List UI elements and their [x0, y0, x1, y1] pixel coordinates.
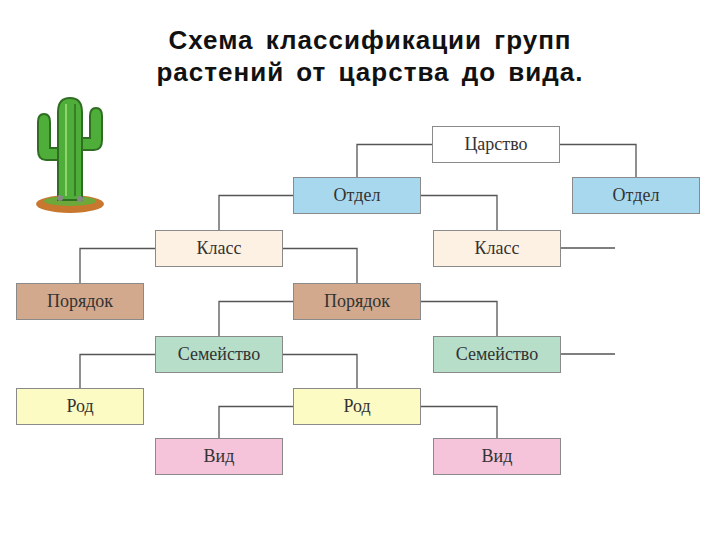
diagram-title: Схема классификации групп растений от ца… [125, 24, 615, 88]
tree-connector [421, 407, 497, 439]
tree-connector [80, 355, 155, 389]
taxon-box: Царство [432, 126, 560, 163]
taxon-label: Царство [464, 134, 527, 155]
taxon-label: Род [66, 396, 93, 417]
open-branch-lines [561, 248, 615, 354]
taxon-label: Семейство [178, 344, 260, 365]
taxon-label: Вид [204, 446, 235, 467]
tree-connector [283, 249, 357, 284]
taxon-label: Отдел [334, 185, 381, 206]
tree-connector [219, 302, 293, 337]
tree-connector [421, 302, 497, 337]
taxon-label: Отдел [613, 185, 660, 206]
taxon-box: Класс [433, 230, 561, 267]
taxon-box: Семейство [433, 336, 561, 373]
tree-connector [219, 196, 293, 231]
taxon-label: Порядок [47, 291, 113, 312]
tree-connector [560, 145, 636, 178]
taxon-box: Порядок [293, 283, 421, 320]
tree-connector [421, 196, 497, 231]
taxon-label: Порядок [324, 291, 390, 312]
taxon-box: Семейство [155, 336, 283, 373]
tree-connector [80, 249, 155, 284]
tree-connector [357, 145, 432, 178]
cactus [36, 98, 104, 213]
tree-connector [219, 407, 293, 439]
taxon-label: Семейство [456, 344, 538, 365]
taxon-box: Род [16, 388, 144, 425]
taxon-label: Вид [482, 446, 513, 467]
tree-connector [283, 355, 357, 389]
taxon-box: Отдел [572, 177, 700, 214]
taxon-box: Род [293, 388, 421, 425]
taxon-box: Порядок [16, 283, 144, 320]
taxon-label: Класс [197, 238, 242, 259]
taxon-label: Класс [475, 238, 520, 259]
taxon-box: Вид [155, 438, 283, 475]
taxon-box: Отдел [293, 177, 421, 214]
taxon-label: Род [343, 396, 370, 417]
taxon-box: Вид [433, 438, 561, 475]
taxon-box: Класс [155, 230, 283, 267]
